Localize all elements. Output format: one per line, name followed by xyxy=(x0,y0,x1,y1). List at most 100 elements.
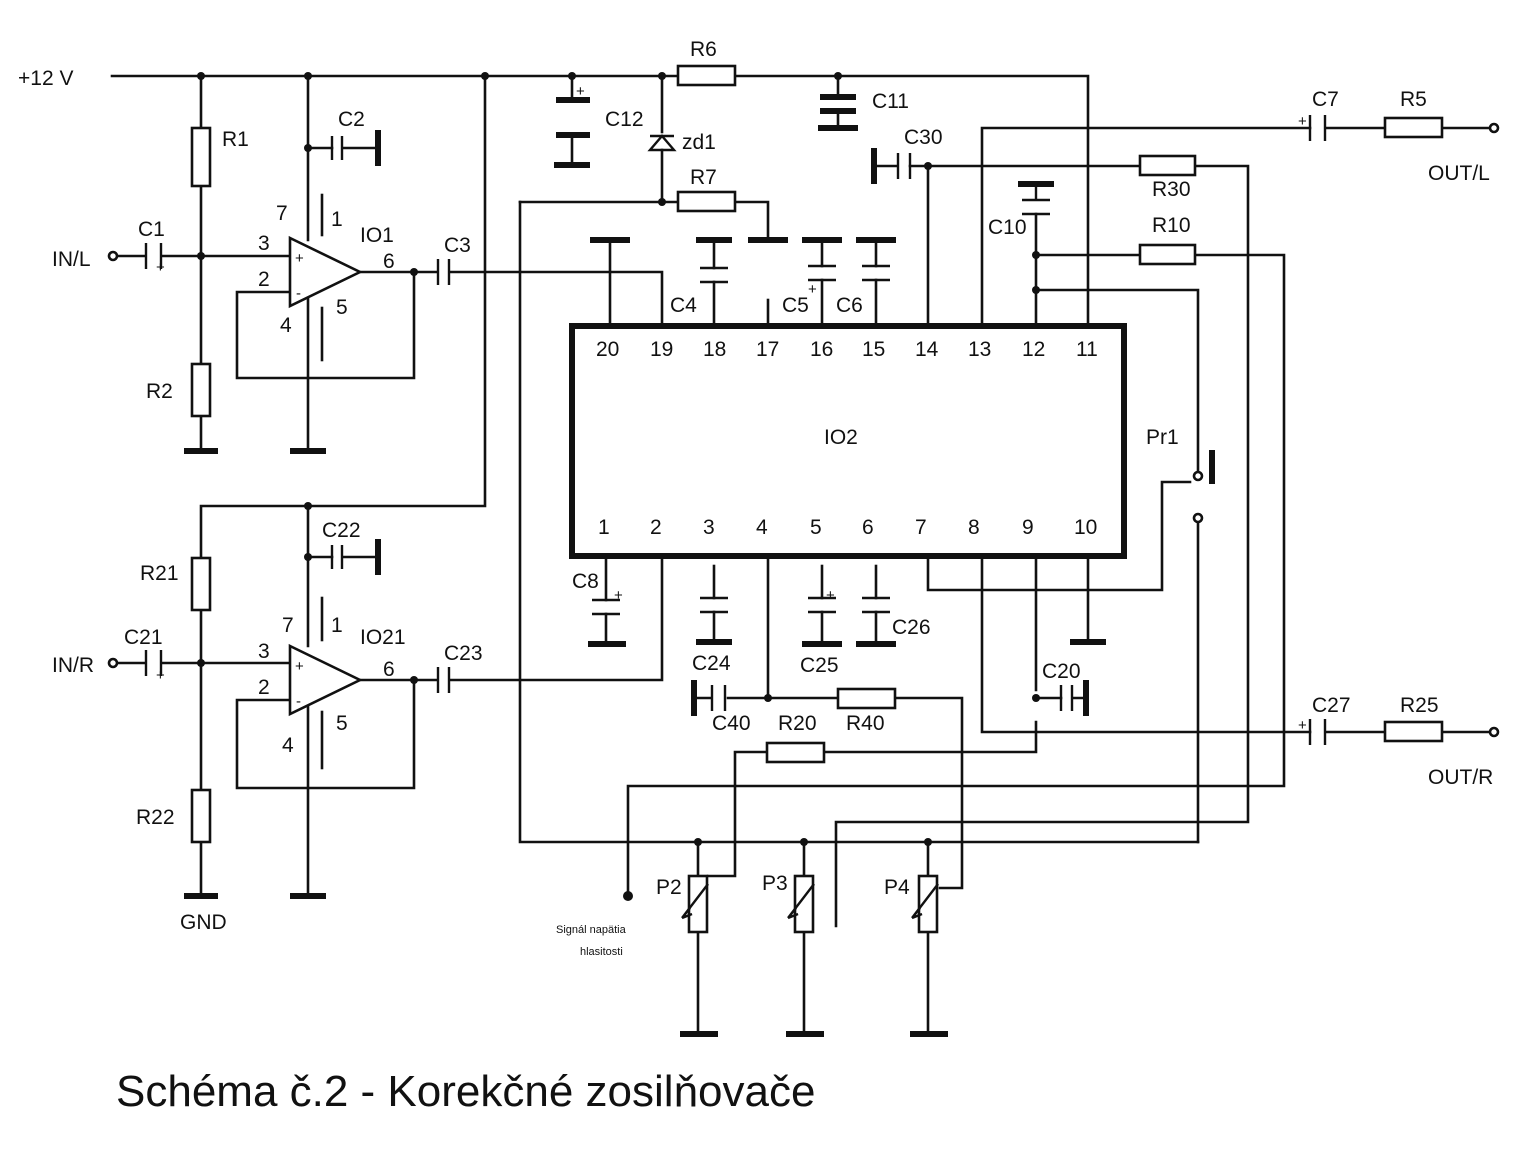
label-p4: P4 xyxy=(884,876,910,899)
wires xyxy=(110,74,1492,1036)
label-r2: R2 xyxy=(146,380,173,403)
label-pr1: Pr1 xyxy=(1146,426,1179,449)
terminals xyxy=(107,122,1500,738)
ic-pin-label: 11 xyxy=(1076,338,1098,361)
svg-text:+: + xyxy=(1298,717,1307,734)
volume-signal-label-line2: hlasitosti xyxy=(580,946,623,958)
ic-pin-label: 4 xyxy=(756,516,768,539)
label-c25: C25 xyxy=(800,654,839,677)
opamp-io21: + - xyxy=(288,643,363,717)
label-c10: C10 xyxy=(988,216,1027,239)
label-r30: R30 xyxy=(1152,178,1191,201)
io21-pin-4: 4 xyxy=(282,734,294,757)
output-right-label: OUT/R xyxy=(1428,766,1493,789)
io1-pin-1: 1 xyxy=(331,208,343,231)
io21-pin-5: 5 xyxy=(336,712,348,735)
ic-io2-body xyxy=(569,323,1127,559)
io21-pin-6: 6 xyxy=(383,658,395,681)
ic-pin-label: 17 xyxy=(756,338,779,361)
label-c8: C8 xyxy=(572,570,599,593)
label-r10: R10 xyxy=(1152,214,1191,237)
ic-pin-label: 12 xyxy=(1022,338,1045,361)
label-r22: R22 xyxy=(136,806,175,829)
label-c12: C12 xyxy=(605,108,644,131)
svg-text:+: + xyxy=(576,83,585,100)
label-c2: C2 xyxy=(338,108,365,131)
ic-pin-label: 1 xyxy=(598,516,610,539)
io21-pin-7: 7 xyxy=(282,614,294,637)
svg-text:+: + xyxy=(295,250,304,267)
io1-pin-6: 6 xyxy=(383,250,395,273)
label-c5: C5 xyxy=(782,294,809,317)
input-right-label: IN/R xyxy=(52,654,94,677)
label-r7: R7 xyxy=(690,166,717,189)
io21-pin-2: 2 xyxy=(258,676,270,699)
opamp-io1: + - xyxy=(288,235,363,309)
input-left-label: IN/L xyxy=(52,248,91,271)
svg-text:-: - xyxy=(296,693,301,710)
label-c11: C11 xyxy=(872,90,909,113)
label-c40: C40 xyxy=(712,712,751,735)
ic-pin-label: 10 xyxy=(1074,516,1097,539)
volume-signal-label-line1: Signál napätia xyxy=(556,924,627,936)
label-c30: C30 xyxy=(904,126,943,149)
label-r40: R40 xyxy=(846,712,885,735)
potentiometers xyxy=(681,874,939,934)
label-c1: C1 xyxy=(138,218,165,241)
io1-pin-2: 2 xyxy=(258,268,270,291)
ground-symbols xyxy=(184,237,1106,1037)
label-c24: C24 xyxy=(692,652,731,675)
ic-io2-label: IO2 xyxy=(824,426,858,449)
label-c7: C7 xyxy=(1312,88,1339,111)
ic-pin-label: 7 xyxy=(915,516,927,539)
ic-pin-label: 14 xyxy=(915,338,939,361)
ic-pin-label: 20 xyxy=(596,338,619,361)
resistors xyxy=(190,64,1444,844)
label-c3: C3 xyxy=(444,234,471,257)
label-p3: P3 xyxy=(762,872,788,895)
junction-dots xyxy=(197,72,1040,901)
ic-pin-label: 15 xyxy=(862,338,885,361)
label-c20: C20 xyxy=(1042,660,1081,683)
label-zd1: zd1 xyxy=(682,131,716,154)
svg-text:+: + xyxy=(156,667,165,684)
ic-pin-label: 3 xyxy=(703,516,715,539)
io21-pin-1: 1 xyxy=(331,614,343,637)
schematic-title: Schéma č.2 - Korekčné zosilňovače xyxy=(116,1067,815,1116)
svg-text:-: - xyxy=(296,285,301,302)
label-c4: C4 xyxy=(670,294,697,317)
label-c21: C21 xyxy=(124,626,163,649)
io1-pin-7: 7 xyxy=(276,202,288,225)
svg-text:+: + xyxy=(295,658,304,675)
label-r25: R25 xyxy=(1400,694,1439,717)
ic-pin-label: 5 xyxy=(810,516,822,539)
ic-pin-label: 2 xyxy=(650,516,662,539)
svg-text:+: + xyxy=(808,281,817,298)
ic-pin-label: 19 xyxy=(650,338,673,361)
io21-pin-3: 3 xyxy=(258,640,270,663)
label-r21: R21 xyxy=(140,562,179,585)
ic-pin-label: 8 xyxy=(968,516,980,539)
opamp-io1-label: IO1 xyxy=(360,224,394,247)
label-c6: C6 xyxy=(836,294,863,317)
io1-pin-5: 5 xyxy=(336,296,348,319)
ic-io2-bottom-pins: 1 2 3 4 5 6 7 8 9 10 xyxy=(598,516,1097,539)
label-p2: P2 xyxy=(656,876,682,899)
ic-pin-label: 18 xyxy=(703,338,726,361)
label-c27: C27 xyxy=(1312,694,1351,717)
svg-text:+: + xyxy=(156,259,165,276)
io1-pin-3: 3 xyxy=(258,232,270,255)
opamp-io21-label: IO21 xyxy=(360,626,406,649)
svg-text:+: + xyxy=(826,587,835,604)
label-c23: C23 xyxy=(444,642,483,665)
ic-pin-label: 16 xyxy=(810,338,833,361)
ic-pin-label: 6 xyxy=(862,516,874,539)
svg-text:+: + xyxy=(614,587,623,604)
component-labels: R1 R2 C1 C2 C3 R6 C12 zd1 R7 C11 C30 R30… xyxy=(124,38,1439,899)
label-r20: R20 xyxy=(778,712,817,735)
ic-pin-label: 9 xyxy=(1022,516,1034,539)
label-r5: R5 xyxy=(1400,88,1427,111)
ic-io2-top-pins: 20 19 18 17 16 15 14 13 12 11 xyxy=(596,338,1098,361)
capacitors: + + + + xyxy=(144,83,1327,745)
